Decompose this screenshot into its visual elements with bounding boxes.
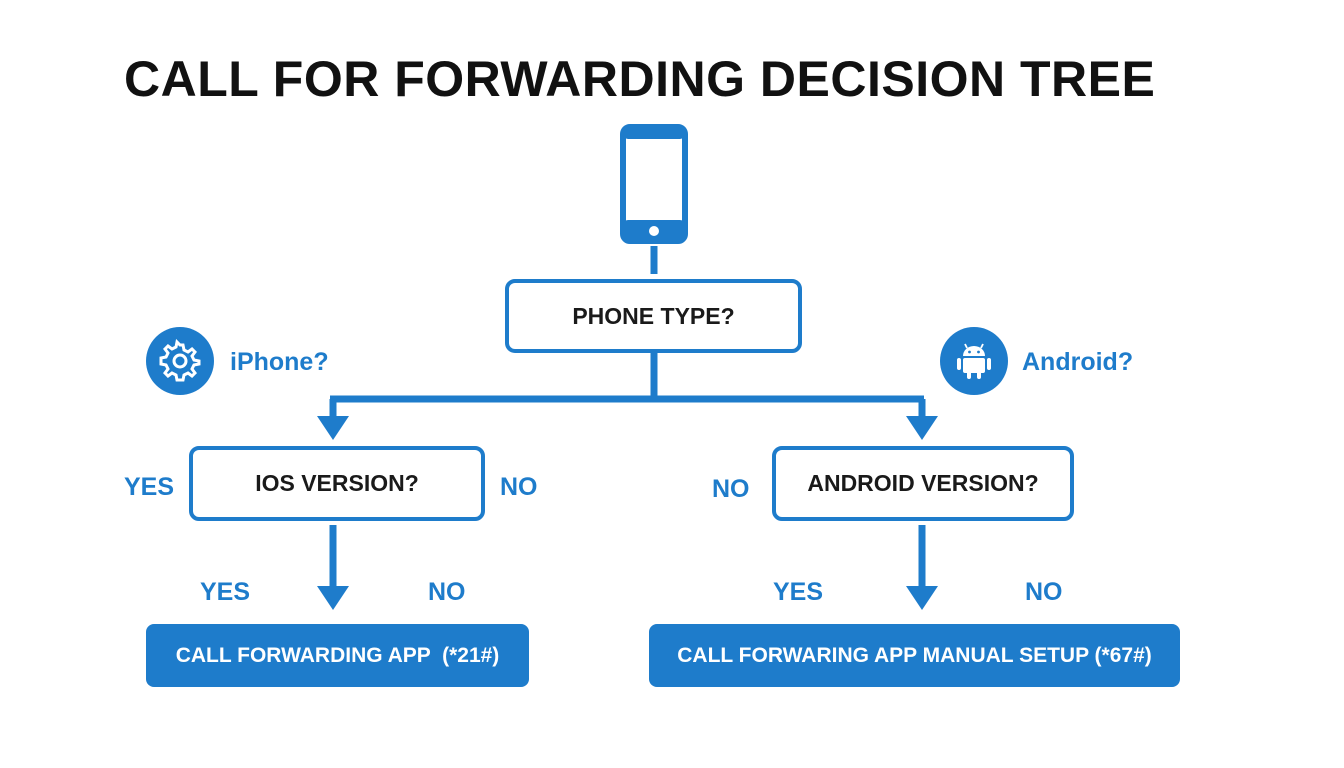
- android-no-label: NO: [712, 475, 750, 503]
- android-version-label: ANDROID VERSION?: [807, 470, 1039, 496]
- android-badge: [940, 327, 1008, 395]
- ios-version-label: IOS VERSION?: [255, 470, 419, 496]
- ios-yes-label: YES: [124, 473, 175, 501]
- arrow-down-icon: [906, 586, 938, 610]
- phone-type-node: PHONE TYPE?: [505, 279, 802, 353]
- iphone-badge: [146, 327, 214, 395]
- android-branch-no-label: NO: [1025, 578, 1063, 606]
- gear-icon: [159, 339, 201, 382]
- android-branch-yes-label: YES: [773, 578, 824, 606]
- ios-no-label: NO: [500, 473, 538, 501]
- smartphone-icon: [620, 124, 688, 244]
- ios-result-box: CALL FORWARDING APP (*21#): [146, 624, 529, 687]
- iphone-label: iPhone?: [230, 348, 329, 376]
- page-title: CALL FOR FORWARDING DECISION TREE: [124, 51, 1156, 107]
- android-result-box: CALL FORWARING APP MANUAL SETUP (*67#): [649, 624, 1180, 687]
- arrow-down-icon: [317, 416, 349, 440]
- android-version-node: ANDROID VERSION?: [772, 446, 1074, 521]
- arrow-down-icon: [317, 586, 349, 610]
- phone-type-label: PHONE TYPE?: [572, 302, 735, 329]
- android-label: Android?: [1022, 348, 1134, 376]
- ios-branch-no-label: NO: [428, 578, 466, 606]
- ios-branch-yes-label: YES: [200, 578, 251, 606]
- ios-version-node: IOS VERSION?: [189, 446, 485, 521]
- android-icon: [957, 343, 991, 379]
- arrow-down-icon: [906, 416, 938, 440]
- ios-result-label: CALL FORWARDING APP (*21#): [175, 643, 500, 667]
- android-result-label: CALL FORWARING APP MANUAL SETUP (*67#): [677, 643, 1152, 667]
